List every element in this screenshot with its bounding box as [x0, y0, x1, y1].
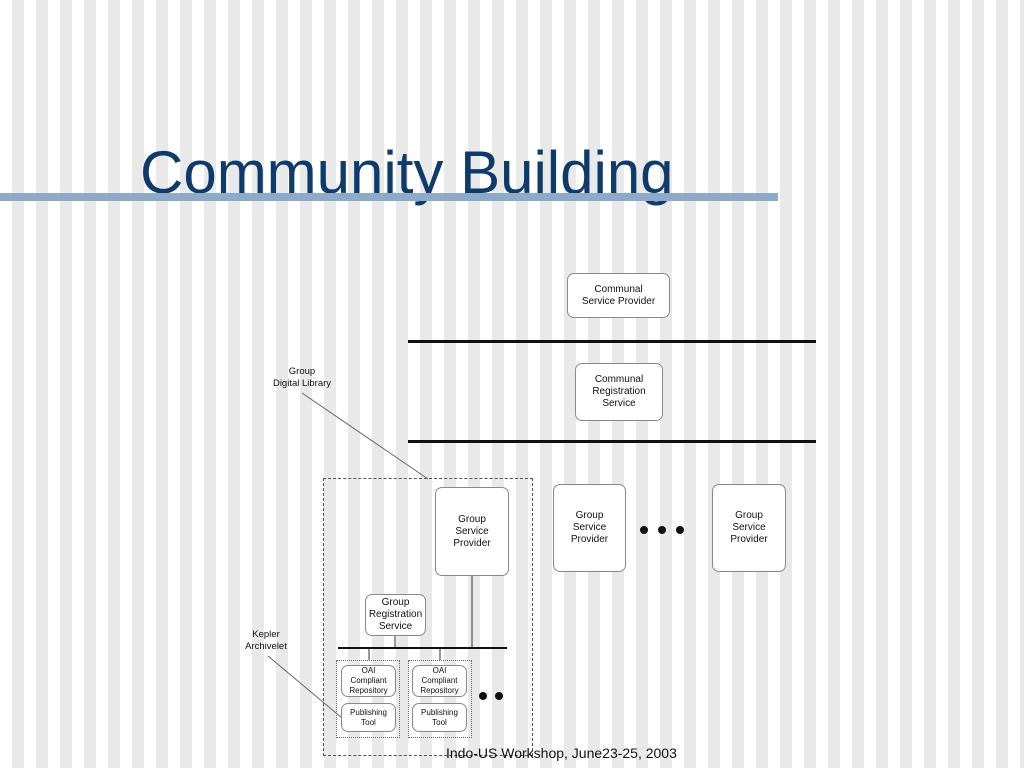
kepler-archivelet-leader [267, 655, 343, 719]
group-digital-library-label: Group Digital Library [272, 366, 332, 389]
oai-repository-box-1: OAI Compliant Repository [341, 665, 396, 697]
group-registration-service-box: Group Registration Service [365, 594, 426, 636]
archivelet-frame-1 [336, 660, 400, 738]
title-underline [0, 193, 778, 201]
communal-service-provider-box: Communal Service Provider [567, 273, 670, 318]
archivelet-frame-2 [408, 660, 472, 738]
communal-registration-service-box: Communal Registration Service [575, 363, 663, 421]
ellipsis-dot [479, 692, 487, 700]
group-bus-line [338, 647, 507, 649]
group-digital-library-frame [323, 478, 533, 756]
upper-bus-line [408, 340, 816, 343]
footer-text: Indo-US Workshop, June23-25, 2003 [446, 745, 677, 761]
kepler-archivelet-label: Kepler Archivelet [245, 629, 287, 652]
group-service-provider-box-2: Group Service Provider [553, 484, 626, 572]
oai-repository-box-2: OAI Compliant Repository [412, 665, 467, 697]
group-digital-library-leader [301, 392, 429, 480]
ellipsis-dots-lower [479, 692, 503, 700]
group-service-provider-box-3: Group Service Provider [712, 484, 786, 572]
publishing-tool-box-2: Publishing Tool [412, 703, 467, 732]
ellipsis-dot [676, 526, 684, 534]
ellipsis-dots-upper [640, 526, 684, 534]
ellipsis-dot [495, 692, 503, 700]
lower-bus-line [408, 440, 816, 443]
ellipsis-dot [640, 526, 648, 534]
group-service-provider-box-1: Group Service Provider [435, 487, 509, 576]
publishing-tool-box-1: Publishing Tool [341, 703, 396, 732]
ellipsis-dot [658, 526, 666, 534]
